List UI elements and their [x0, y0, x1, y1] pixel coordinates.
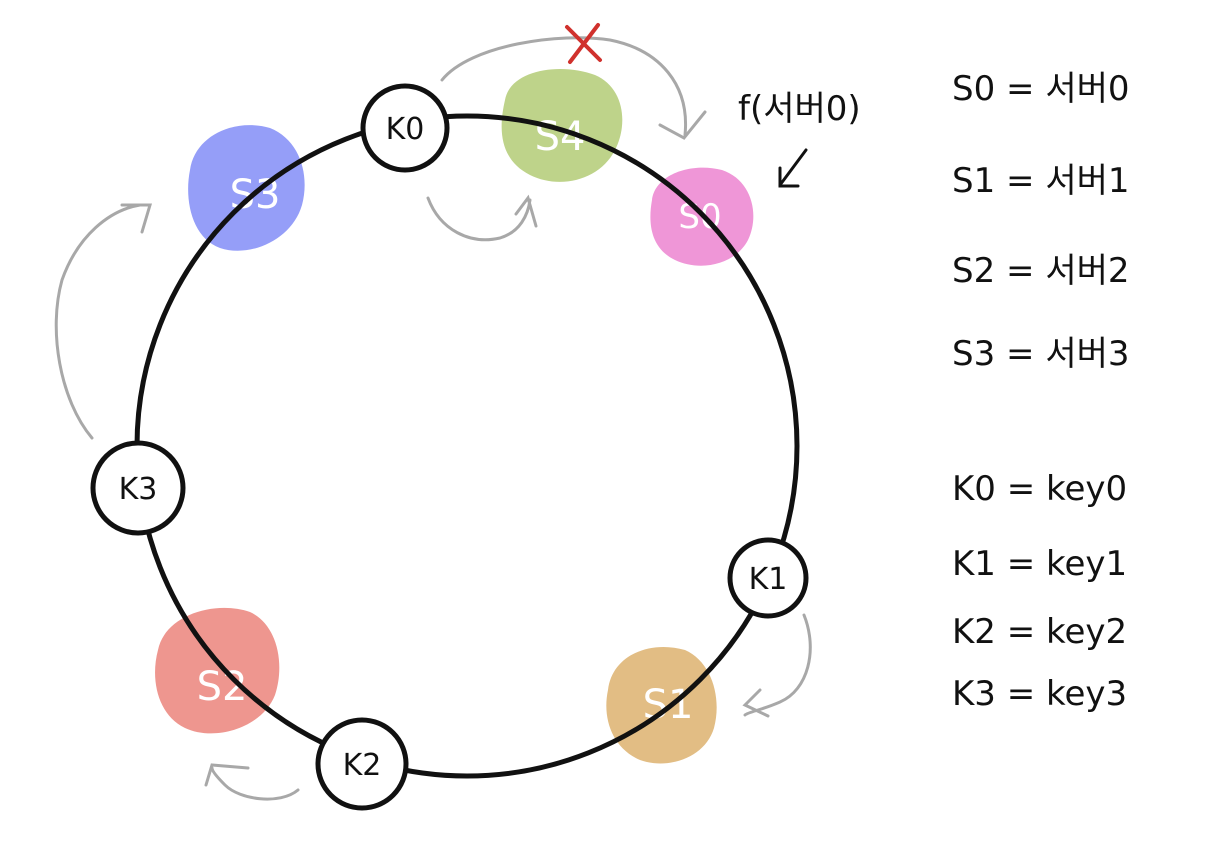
server-s4: S4	[501, 68, 623, 182]
server-s1: S1	[606, 646, 717, 764]
arrow-k0-to-s4	[426, 196, 532, 242]
arrow-k0-over-to-s0	[440, 36, 688, 137]
legend: S0 = 서버0 S1 = 서버1 S2 = 서버2 S3 = 서버3 K0 =…	[952, 69, 1130, 714]
server-legend: S0 = 서버0 S1 = 서버1 S2 = 서버2 S3 = 서버3	[952, 69, 1130, 374]
arrow-k1-to-s1-head	[742, 688, 770, 718]
key-node-k0-label: K0	[386, 112, 425, 147]
server-s3-blob	[188, 125, 305, 251]
annotation-label: f(서버0)	[738, 89, 861, 129]
arrow-k1-to-s1	[743, 613, 812, 717]
arrow-k2-to-s2	[210, 766, 300, 801]
key-node-k1: K1	[727, 537, 809, 619]
key-legend: K0 = key0 K1 = key1 K2 = key2 K3 = key3	[952, 469, 1127, 714]
key-node-k3-circle	[90, 440, 186, 536]
legend-key-3: K3 = key3	[952, 674, 1127, 714]
key-node-k2: K2	[315, 717, 409, 811]
arrow-k0-over-to-s0-head	[658, 110, 707, 140]
legend-key-1: K1 = key1	[952, 544, 1127, 584]
server-s3: S3	[188, 125, 305, 251]
server-blobs: S4 S0 S3 S2 S1	[155, 68, 754, 764]
key-nodes: K0 K1 K2 K3	[90, 83, 809, 811]
server-s4-blob	[501, 68, 623, 182]
arrow-k0-to-s4-head	[514, 194, 538, 228]
key-node-k2-label: K2	[343, 748, 382, 783]
key-node-k0-circle	[360, 83, 450, 173]
key-node-k0: K0	[360, 83, 450, 173]
key-node-k1-label: K1	[749, 562, 788, 597]
key-node-k1-circle	[727, 537, 809, 619]
legend-key-0: K0 = key0	[952, 469, 1127, 509]
legend-server-2: S2 = 서버2	[952, 251, 1130, 291]
legend-server-0: S0 = 서버0	[952, 69, 1130, 109]
movement-arrows	[54, 36, 812, 801]
key-node-k3-label: K3	[119, 472, 158, 507]
arrow-k3-to-s3-head	[120, 203, 153, 234]
key-node-k2-circle	[315, 717, 409, 811]
removed-mark	[565, 23, 602, 64]
server-s2: S2	[155, 607, 280, 734]
arrow-k3-to-s3	[54, 203, 142, 440]
arrow-k2-to-s2-head	[204, 763, 250, 787]
legend-server-1: S1 = 서버1	[952, 161, 1130, 201]
annotation-arrow	[778, 148, 808, 188]
server-s2-blob	[155, 607, 280, 734]
x-icon	[565, 23, 602, 64]
server-s1-blob	[606, 646, 717, 764]
server0-annotation: f(서버0)	[738, 89, 861, 188]
legend-server-3: S3 = 서버3	[952, 334, 1130, 374]
key-node-k3: K3	[90, 440, 186, 536]
legend-key-2: K2 = key2	[952, 612, 1127, 652]
